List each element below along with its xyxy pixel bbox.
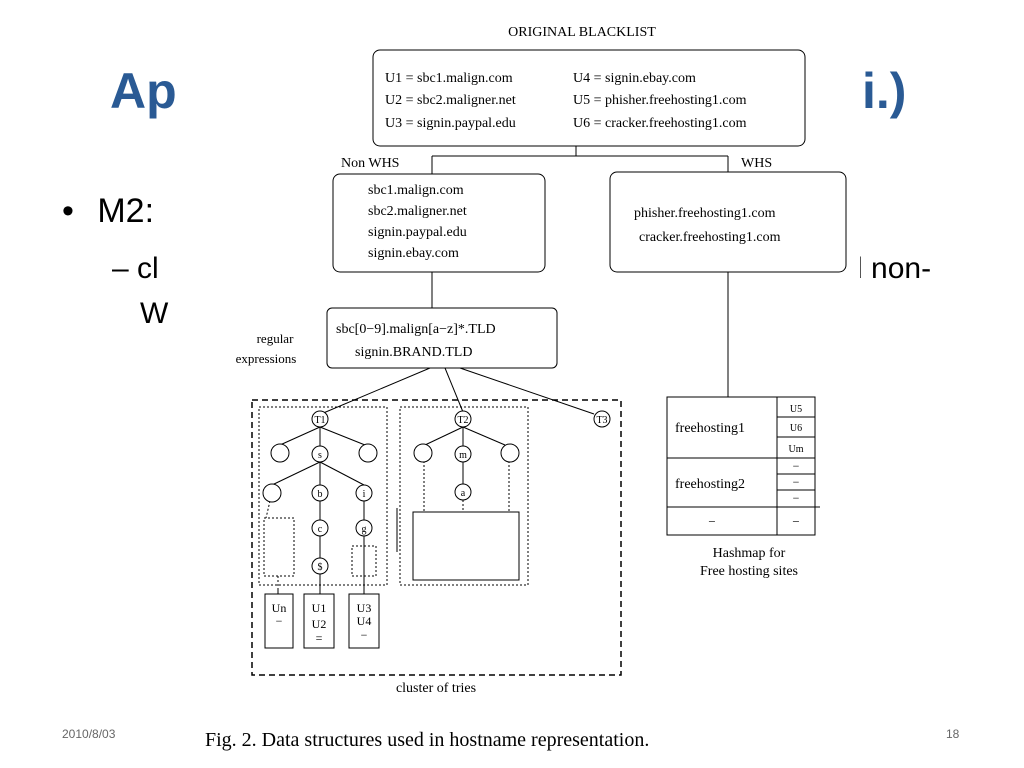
non-whs-item: signin.ebay.com xyxy=(368,246,459,261)
sub-bullet-start: – cl xyxy=(112,252,159,285)
hashmap-value: U6 xyxy=(790,423,802,434)
trie-node-c xyxy=(311,519,329,537)
leaf-box-u1 xyxy=(303,593,335,649)
trie-node-label: $ xyxy=(318,562,323,573)
regex-label: regular xyxy=(257,331,294,346)
hashmap-value: U5 xyxy=(790,404,802,415)
non-whs-item: sbc1.malign.com xyxy=(368,183,464,198)
non-whs-box xyxy=(332,173,546,273)
trie-node-label: b xyxy=(318,489,323,500)
trie-node-label: c xyxy=(318,524,323,535)
trie-node-label: m xyxy=(459,450,467,461)
sub-bullet-end: d non- xyxy=(846,252,932,285)
slide-page-number: 18 xyxy=(946,727,960,741)
leaf-entry: Un xyxy=(272,601,287,615)
whs-item: cracker.freehosting1.com xyxy=(639,230,781,245)
blacklist-entry: U3 = signin.paypal.edu xyxy=(385,116,516,131)
regex-item: signin.BRAND.TLD xyxy=(355,345,472,360)
trie-node-t3 xyxy=(593,410,611,428)
hashmap-caption: Hashmap for xyxy=(713,546,786,561)
bullet-text: M2: xyxy=(97,192,155,230)
non-whs-item: sbc2.maligner.net xyxy=(368,204,467,219)
cluster-label: cluster of tries xyxy=(396,681,476,696)
leaf-entry: U2 xyxy=(312,617,327,631)
slide-title-left: Ap xyxy=(110,63,177,119)
trie-node-label: s xyxy=(318,450,322,461)
regex-box xyxy=(326,307,558,369)
non-whs-item: signin.paypal.edu xyxy=(368,225,467,240)
leaf-entry: U3 xyxy=(357,601,372,615)
slide-title-right: i.) xyxy=(862,63,907,119)
trie-node-m xyxy=(454,445,472,463)
hashmap-value: − xyxy=(793,491,800,505)
trie-node-g xyxy=(355,519,373,537)
whs-item: phisher.freehosting1.com xyxy=(634,206,776,221)
blacklist-entry: U4 = signin.ebay.com xyxy=(573,71,696,86)
trie-node-s xyxy=(311,445,329,463)
slide-date: 2010/8/03 xyxy=(62,727,116,741)
leaf-entry: U1 xyxy=(312,601,327,615)
leaf-entry: − xyxy=(276,614,283,628)
trie-root-label: T3 xyxy=(596,415,607,426)
blacklist-entry: U6 = cracker.freehosting1.com xyxy=(573,116,747,131)
trie-node-b xyxy=(311,484,329,502)
trie-t2-box xyxy=(399,406,529,586)
trie-t1-box xyxy=(258,406,388,586)
trie-root-label: T1 xyxy=(314,415,325,426)
blacklist-entry: U1 = sbc1.malign.com xyxy=(385,71,513,86)
trie-node-label: g xyxy=(362,524,367,535)
diagram-header: ORIGINAL BLACKLIST xyxy=(508,25,656,40)
trie-node-dollar xyxy=(311,557,329,575)
whs-box xyxy=(609,171,847,273)
hashmap-table xyxy=(666,396,816,536)
leaf-box-un xyxy=(264,593,294,649)
hashmap-key: − xyxy=(708,514,715,529)
leaf-entry: U4 xyxy=(357,614,372,628)
hashmap-value: − xyxy=(793,475,800,489)
trie-node-empty xyxy=(270,443,290,463)
figure-caption: Fig. 2. Data structures used in hostname… xyxy=(205,729,650,751)
leaf-entry: − xyxy=(361,628,368,642)
blacklist-entry: U2 = sbc2.maligner.net xyxy=(385,93,516,108)
trie-node-label: a xyxy=(461,488,466,499)
hashmap-caption: Free hosting sites xyxy=(700,564,798,579)
regex-label: expressions xyxy=(236,351,297,366)
hashmap-value: − xyxy=(793,459,800,473)
trie-node-empty xyxy=(358,443,378,463)
blacklist-entry: U5 = phisher.freehosting1.com xyxy=(573,93,747,108)
cluster-box xyxy=(251,399,622,676)
trie-node-t2 xyxy=(454,410,472,428)
bullet-item: • M2: xyxy=(62,192,154,231)
trie-node-a xyxy=(454,483,472,501)
hashmap-value: − xyxy=(792,514,799,529)
regex-item: sbc[0−9].malign[a−z]*.TLD xyxy=(336,322,496,337)
sub-bullet-line2: W xyxy=(140,297,169,330)
trie-node-t1 xyxy=(311,410,329,428)
non-whs-label: Non WHS xyxy=(341,156,399,171)
trie-node-empty xyxy=(500,443,520,463)
trie-node-empty xyxy=(413,443,433,463)
hashmap-value: Um xyxy=(789,444,804,455)
hashmap-key: freehosting1 xyxy=(675,421,745,436)
trie-node-empty xyxy=(262,483,282,503)
trie-node-i xyxy=(355,484,373,502)
blacklist-box xyxy=(372,49,806,147)
trie-root-label: T2 xyxy=(457,415,468,426)
bullet-marker: • xyxy=(62,192,74,230)
leaf-box-u3 xyxy=(348,593,380,649)
trie-node-label: i xyxy=(363,489,366,500)
whs-label: WHS xyxy=(741,156,772,171)
hashmap-key: freehosting2 xyxy=(675,477,745,492)
leaf-entry: = xyxy=(316,631,323,645)
